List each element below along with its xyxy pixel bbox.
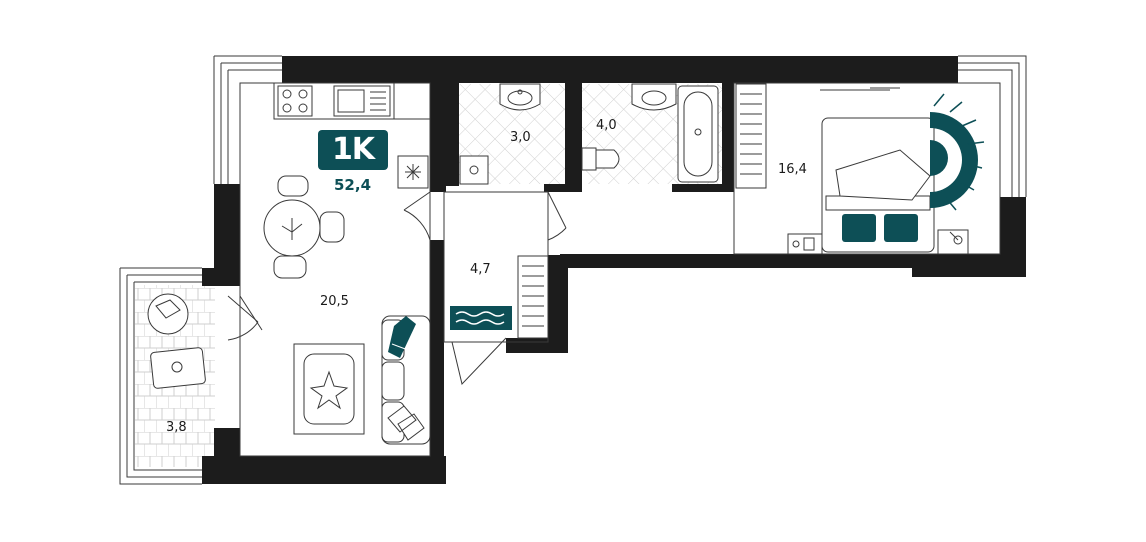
total-area: 52,4 [334,176,372,194]
headboard-rays [933,93,985,211]
stove-icon [277,85,313,117]
sofa-throw [388,316,416,358]
room-area-bathroom-large: 4,0 [596,118,617,133]
fridge-icon [397,155,429,189]
bathtub-icon [677,85,719,183]
room-area-bedroom: 16,4 [778,162,807,177]
sink-icon [333,85,391,117]
room-area-hallway: 4,7 [470,262,491,277]
washbasin-icon-2 [631,83,677,111]
washbasin-icon [499,83,541,111]
towel-rail-icon [735,83,767,189]
lamp-icon [787,229,969,255]
table-icon [263,175,345,279]
toilet-icon [581,147,620,171]
balcony-table-icon [150,347,206,389]
walls [202,56,1026,484]
rug-icon [293,343,365,435]
headboard-accent [930,112,978,208]
room-area-balcony: 3,8 [166,420,187,435]
room-area-living-kitchen: 20,5 [320,294,349,309]
room-area-bathroom-small: 3,0 [510,130,531,145]
kitchen-counter [273,82,431,120]
apartment-type-badge: 1K [318,130,388,170]
towel-rail-icon-2 [517,255,549,339]
wall-outlines [119,55,1027,485]
shower-drain-icon [459,155,489,185]
door-mat-icon [450,306,512,330]
ceiling-light [820,87,900,91]
doors [227,191,567,386]
pillows [842,214,918,242]
balcony-chair-icon [147,293,189,335]
sofa-icon [381,315,431,445]
